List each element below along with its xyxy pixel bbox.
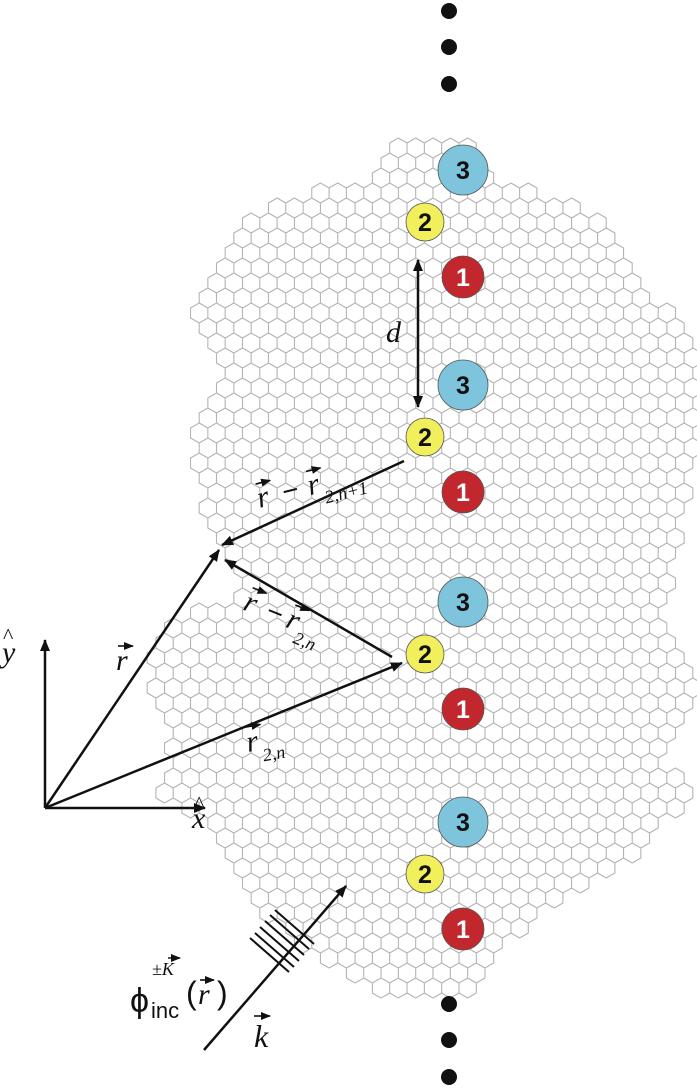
k-label: k: [254, 1012, 271, 1054]
atom-2-circle: [405, 854, 445, 894]
atom-2: 2: [405, 202, 445, 242]
atom-3: 3: [437, 796, 489, 848]
r2n-vector: [44, 661, 403, 810]
atom-1-label: 1: [456, 696, 470, 724]
atom-1-label: 1: [456, 264, 470, 292]
atom-1-circle: [441, 687, 485, 731]
svg-text:^: ^: [3, 623, 14, 648]
wavefronts: [249, 909, 315, 973]
atom-1: 1: [441, 255, 485, 299]
svg-text:ϕ: ϕ: [130, 982, 149, 1020]
atom-3-label: 3: [456, 372, 470, 400]
svg-text:^: ^: [194, 791, 205, 816]
atom-2-label: 2: [418, 209, 432, 237]
atom-3-circle: [437, 359, 489, 411]
atom-1-circle: [441, 255, 485, 299]
atom-3-circle: [437, 576, 489, 628]
atom-3-label: 3: [456, 157, 470, 185]
atom-2: 2: [405, 417, 445, 457]
svg-text:2,n: 2,n: [261, 742, 287, 766]
ellipsis-top: [441, 3, 457, 92]
atom-2: 2: [405, 854, 445, 894]
svg-text:k: k: [254, 1018, 269, 1054]
atom-1: 1: [441, 687, 485, 731]
spacing-d-label: d: [386, 316, 402, 349]
atom-1-label: 1: [456, 479, 470, 507]
r-minus-r2n1-vector: [221, 459, 405, 547]
svg-text:2,n+1: 2,n+1: [323, 477, 370, 507]
k-vector: [203, 885, 347, 1051]
svg-text:x: x: [191, 802, 206, 835]
r-vector: [43, 549, 221, 809]
atom-1: 1: [441, 470, 485, 514]
atom-3: 3: [437, 144, 489, 196]
atom-2: 2: [405, 634, 445, 674]
atom-1-circle: [441, 907, 485, 951]
svg-text:(: (: [186, 975, 197, 1011]
svg-text:r: r: [116, 644, 128, 677]
atom-2-circle: [405, 634, 445, 674]
incident-wave-label: ϕ ±K inc ( r ): [130, 954, 228, 1023]
svg-text:r: r: [243, 724, 261, 759]
atom-2-label: 2: [418, 861, 432, 889]
atom-3: 3: [437, 576, 489, 628]
r2n-label: r 2,n: [243, 722, 287, 766]
svg-text:y: y: [0, 636, 16, 669]
svg-text:inc: inc: [151, 998, 179, 1023]
r-label: r: [116, 642, 134, 677]
atom-3-label: 3: [456, 589, 470, 617]
atom-3-circle: [437, 144, 489, 196]
atom-1: 1: [441, 907, 485, 951]
atom-3-circle: [437, 796, 489, 848]
atom-2-circle: [405, 202, 445, 242]
atom-2-label: 2: [418, 424, 432, 452]
svg-text:±K: ±K: [152, 959, 175, 979]
ellipsis-bottom: [441, 996, 457, 1085]
svg-text:r: r: [253, 480, 273, 515]
atom-3: 3: [437, 359, 489, 411]
atom-3-label: 3: [456, 809, 470, 837]
atom-2-label: 2: [418, 641, 432, 669]
atom-1-label: 1: [456, 916, 470, 944]
y-hat-label: y ^: [0, 623, 16, 669]
svg-text:−: −: [279, 473, 302, 507]
atom-1-circle: [441, 470, 485, 514]
svg-text:r: r: [198, 978, 210, 1011]
x-hat-label: x ^: [191, 791, 206, 835]
atom-2-circle: [405, 417, 445, 457]
svg-text:): ): [217, 975, 228, 1011]
